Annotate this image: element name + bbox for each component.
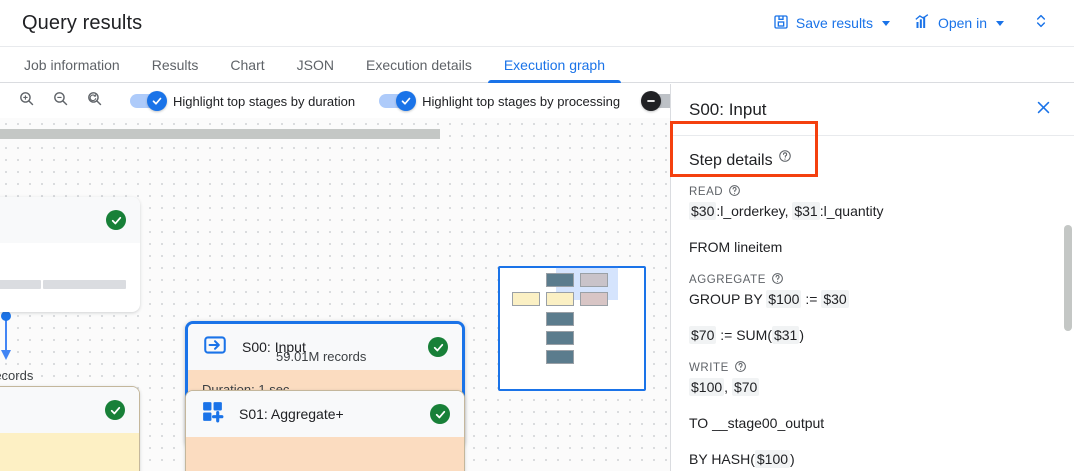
execution-graph-canvas[interactable]: records S00: Input D [0,118,670,471]
page-title: Query results [22,11,143,34]
tab-results[interactable]: Results [151,56,199,73]
progress-segment [0,280,42,289]
graph-node-s01-aggregate[interactable]: S01: Aggregate+ [185,390,465,471]
help-outline-icon[interactable] [734,360,747,376]
unfold-more-icon [1033,12,1049,35]
detail-key-aggregate: AGGREGATE [689,272,1056,288]
panel-body: Step details READ [671,136,1074,470]
node-title: S00: Input [242,339,306,355]
edge-label-records: 59.01M records [276,349,367,364]
switch-track [130,91,167,111]
close-icon [1035,99,1052,121]
minimap-node [546,292,574,306]
minimap-node [546,350,574,364]
node-body [0,433,139,471]
help-outline-icon[interactable] [771,272,784,288]
zoom-in-icon [18,90,35,112]
graph-toolbar: Highlight top stages by duration Highlig… [0,84,679,118]
switch-track [379,91,417,111]
check-circle-icon [430,404,450,424]
node-body [186,437,464,471]
graph-node-partial-top-left[interactable] [0,197,140,312]
chart-icon [914,13,931,33]
zoom-out-button[interactable] [48,89,72,113]
check-circle-icon [106,210,126,230]
toggle-duration-label: Highlight top stages by duration [173,93,356,109]
step-details-panel: S00: Input Step details [670,84,1074,471]
edge-label-records-left: records [0,368,34,383]
node-duration [0,255,126,270]
check-circle-icon [428,337,448,357]
close-panel-button[interactable] [1028,95,1058,125]
minimap-node [546,273,574,287]
aggregate-plus-icon [200,399,225,429]
toggle-third-option[interactable] [641,91,679,111]
graph-horizontal-scrollbar[interactable] [0,129,440,139]
detail-value-write: $100, $70 [689,378,760,396]
toggle-highlight-by-processing[interactable]: Highlight top stages by processing [379,91,621,111]
open-in-button[interactable]: Open in [902,8,1016,39]
detail-value-by-hash: BY HASH($100) [689,450,795,468]
node-title: S01: Aggregate+ [239,406,344,422]
switch-track [641,91,679,111]
zoom-in-button[interactable] [14,89,38,113]
minimap-node [546,312,574,326]
panel-vertical-scrollbar[interactable] [1064,225,1072,331]
detail-value-from: FROM lineitem [689,239,783,255]
node-header [0,197,140,243]
node-body [0,243,140,303]
help-outline-icon[interactable] [778,149,792,168]
zoom-reset-icon [86,90,103,112]
graph-minimap[interactable] [498,266,646,391]
toggle-highlight-by-duration[interactable]: Highlight top stages by duration [130,91,356,111]
detail-value-read: $30:l_orderkey, $31:l_quantity [689,202,884,220]
detail-value-sum: $70 := SUM($31) [689,326,805,344]
header-actions: Save results Open in [761,6,1074,40]
node-header: S00: Input [188,324,462,370]
chevron-down-icon [996,20,1004,26]
minimap-node [580,273,608,287]
minimap-node [546,331,574,345]
switch-knob [396,91,417,111]
minimap-node [580,292,608,306]
detail-value-to: TO __stage00_output [689,415,825,431]
node-header [0,387,139,433]
step-details-label: Step details [689,152,773,169]
input-icon [202,332,228,363]
zoom-reset-button[interactable] [82,89,106,113]
save-results-label: Save results [795,15,873,31]
tab-bar: Job information Results Chart JSON Execu… [0,46,1074,83]
node-progress-bar [0,280,127,289]
save-icon [773,14,789,33]
toggle-processing-label: Highlight top stages by processing [422,93,621,109]
graph-node-partial-bottom-left[interactable] [0,386,140,471]
detail-value-group-by: GROUP BY $100 := $30 [689,290,849,308]
page-header: Query results Save results [0,0,1074,46]
switch-knob [641,91,662,111]
tab-chart[interactable]: Chart [230,56,265,73]
check-circle-icon [105,400,125,420]
help-outline-icon[interactable] [728,184,741,200]
minimap-node [512,292,540,306]
open-in-label: Open in [937,15,987,31]
panel-header: S00: Input [671,84,1074,136]
expand-panel-button[interactable] [1024,6,1058,40]
switch-knob [147,91,167,111]
tab-execution-graph[interactable]: Execution graph [487,47,622,83]
zoom-controls [0,89,106,113]
panel-title: S00: Input [689,99,767,119]
detail-key-read: READ [689,184,1056,200]
progress-segment [43,280,127,289]
zoom-out-icon [52,90,69,112]
save-results-button[interactable]: Save results [761,8,902,39]
tab-job-information[interactable]: Job information [24,56,120,73]
step-details-heading: Step details [689,136,1056,180]
tab-execution-details[interactable]: Execution details [365,56,472,73]
chevron-down-icon [881,20,890,26]
node-header: S01: Aggregate+ [186,391,464,437]
detail-key-write: WRITE [689,360,1056,376]
tab-json[interactable]: JSON [296,56,334,73]
